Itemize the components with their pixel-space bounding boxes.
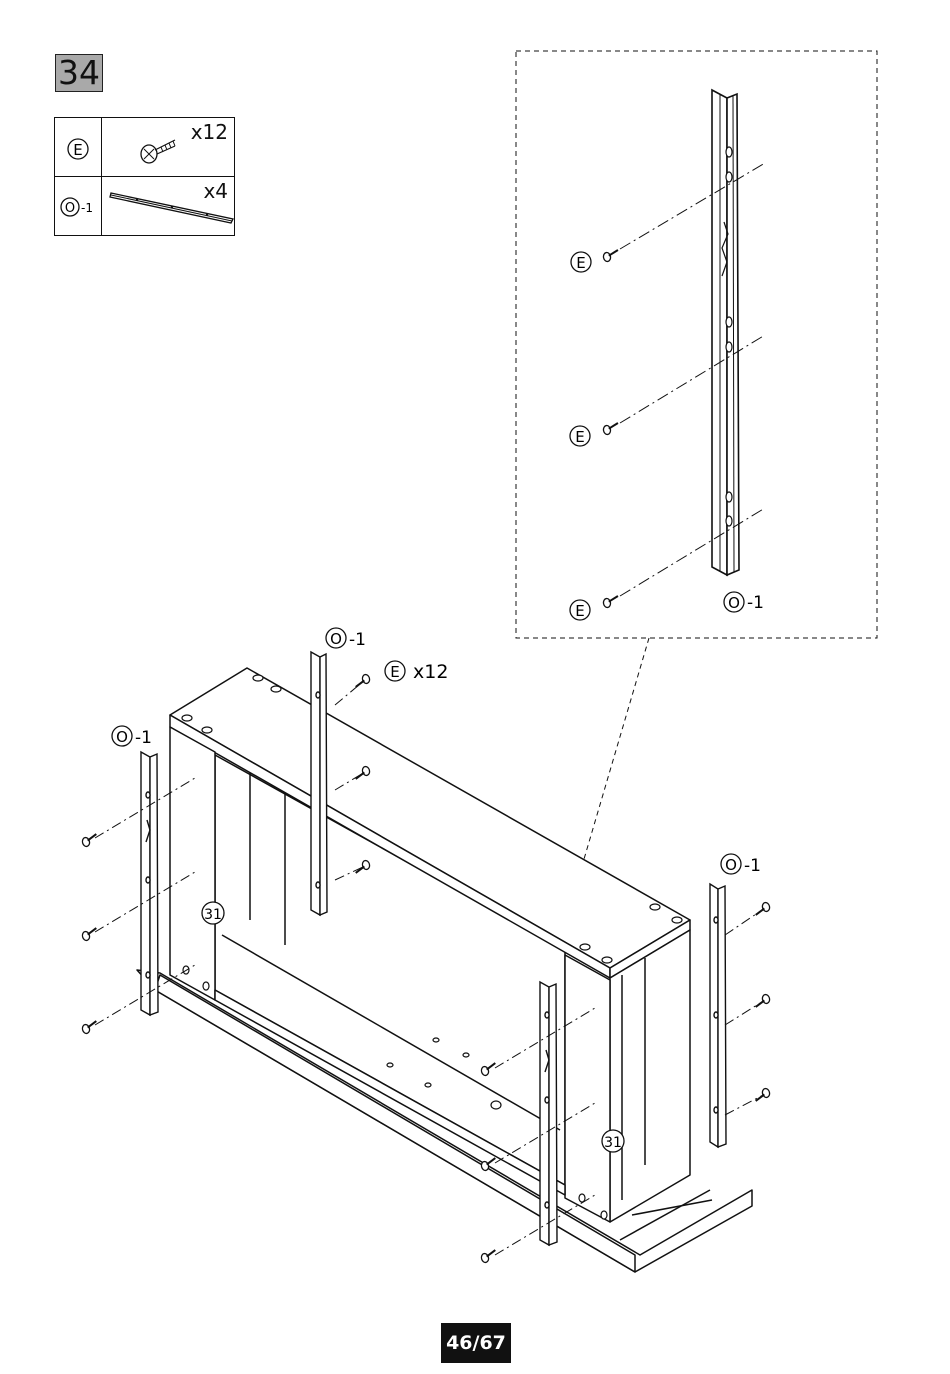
svg-text:x12: x12 (413, 661, 448, 683)
rail-right (710, 884, 726, 1147)
detail-screw-label: E (570, 600, 590, 620)
svg-text:E: E (575, 602, 584, 620)
page-number: 46/67 (441, 1323, 511, 1363)
svg-text:E: E (575, 428, 584, 446)
detail-panel (516, 51, 877, 985)
detail-screw-label: E (571, 252, 591, 272)
rail-left (141, 752, 158, 1015)
part-id-cell: O -1 (55, 177, 102, 235)
screw-icon (131, 132, 191, 172)
part-id: O (65, 201, 75, 216)
screw-callout: E x12 (385, 661, 448, 683)
parts-table: E x12 O -1 x4 (54, 117, 235, 236)
rail-callout-left: O -1 (112, 726, 152, 748)
parts-row: O -1 x4 (55, 177, 234, 235)
cabinet (137, 668, 752, 1272)
svg-text:E: E (576, 254, 585, 272)
part-id-cell: E (55, 118, 102, 176)
svg-text:-1: -1 (135, 728, 152, 748)
svg-text:O: O (330, 630, 342, 648)
svg-text:-1: -1 (747, 593, 764, 613)
rail-callout-right: O -1 (721, 854, 761, 876)
svg-text:-1: -1 (744, 856, 761, 876)
rail-callout-back: O -1 (326, 628, 366, 650)
svg-text:O: O (725, 856, 737, 874)
part-suffix: -1 (81, 201, 93, 215)
step-number: 34 (55, 54, 103, 92)
part-qty: x4 (203, 179, 228, 203)
detail-rail (712, 90, 739, 575)
panel-label-right: 31 (602, 1130, 624, 1152)
svg-text:O: O (116, 728, 128, 746)
svg-text:E: E (390, 663, 399, 681)
svg-text:31: 31 (604, 1135, 622, 1151)
rail-back (311, 652, 327, 915)
detail-screw-label: E (570, 426, 590, 446)
part-qty: x12 (191, 120, 228, 144)
parts-row: E x12 (55, 118, 234, 177)
part-id: E (73, 141, 82, 159)
rail-front (540, 982, 557, 1245)
panel-label-left: 31 (202, 902, 224, 924)
detail-rail-label: O -1 (724, 592, 764, 613)
svg-text:-1: -1 (349, 630, 366, 650)
svg-text:O: O (728, 594, 740, 612)
svg-text:31: 31 (204, 907, 222, 923)
